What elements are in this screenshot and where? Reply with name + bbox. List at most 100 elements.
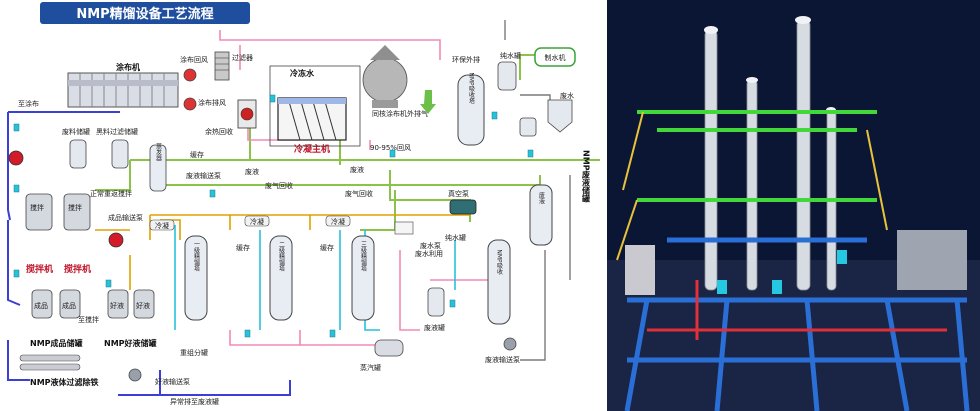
waste-pump-icon bbox=[503, 337, 517, 351]
title-banner bbox=[40, 2, 250, 24]
waste-liquid-pump-label: 废液输送泵 bbox=[186, 171, 221, 180]
nmp-product-tank-label: NMP成品储罐 bbox=[30, 338, 83, 348]
vacuum-pump-label: 真空泵 bbox=[448, 189, 469, 198]
red-pump-mid-icon bbox=[108, 232, 124, 248]
pure-water-tank-label: 纯水罐 bbox=[500, 51, 521, 60]
iron-filter-tubes bbox=[19, 354, 81, 371]
small-tank-right bbox=[519, 117, 537, 137]
buffer-2-label: 缓存 bbox=[236, 243, 250, 252]
coater-unit bbox=[67, 72, 179, 108]
green-steel-decks bbox=[637, 110, 877, 202]
heat-recovery-label: 余热回收 bbox=[205, 127, 233, 136]
process-flow-diagram: NMP精馏设备工艺流程 bbox=[7, 2, 600, 406]
nmp-good-tank-label: NMP好液储罐 bbox=[104, 338, 157, 348]
3d-plant-render bbox=[607, 0, 980, 411]
black-filter-tank-label: 黑料过滤储罐 bbox=[96, 127, 138, 136]
cyan-pipe-network bbox=[174, 225, 456, 331]
condenser-host bbox=[277, 97, 347, 141]
red-pipes bbox=[647, 280, 947, 340]
vacuum-pump bbox=[449, 199, 477, 215]
condenser-2-box bbox=[244, 215, 270, 227]
product-tank-a bbox=[31, 289, 53, 319]
tower-3 bbox=[351, 235, 375, 321]
product-a-label: 成品 bbox=[34, 301, 48, 310]
blue-pipe-network bbox=[7, 111, 291, 396]
red-pump-top-icon bbox=[8, 150, 24, 166]
chilled-water-box bbox=[269, 65, 361, 147]
nmp-absorb-tower-label: NMP吸收塔 bbox=[468, 72, 475, 105]
waste-pump-label: 废液输送泵 bbox=[485, 355, 520, 364]
good-pump-icon bbox=[128, 368, 142, 382]
nmp-absorb-2-label: NMP吸收 bbox=[496, 249, 503, 276]
pure-water-tank bbox=[497, 61, 517, 91]
green-arrow-icon bbox=[420, 90, 436, 114]
mixer-a-label: 搅拌机 bbox=[26, 263, 53, 275]
good-tank-b bbox=[133, 289, 155, 319]
blue-steel-frame bbox=[624, 237, 970, 411]
product-b-label: 成品 bbox=[62, 301, 76, 310]
steam-tank-label: 蒸汽罐 bbox=[360, 363, 381, 372]
to-stir-label: 至搅拌 bbox=[78, 315, 99, 324]
stir-b-label: 搅拌 bbox=[68, 203, 82, 212]
pure-water-machine-label: 制水机 bbox=[545, 53, 566, 62]
to-coater-label: 至涂布 bbox=[18, 99, 39, 108]
cooling-tower bbox=[362, 45, 408, 108]
buffer-label: 缓存 bbox=[190, 150, 204, 159]
condenser-1-label: 冷凝 bbox=[155, 221, 169, 230]
valve-markers bbox=[13, 94, 534, 338]
cyan-pump-units bbox=[717, 250, 847, 294]
waste-water-label: 废水 bbox=[560, 91, 574, 100]
nmp-absorb-tower bbox=[457, 74, 485, 146]
normal-cut-stir-label: 正常重返搅拌 bbox=[90, 189, 132, 198]
waste-liquid-label: 废液 bbox=[245, 167, 259, 176]
waste-tank-v bbox=[529, 184, 553, 246]
side-building-right bbox=[897, 230, 967, 290]
filter-label: 过滤器 bbox=[232, 53, 253, 62]
good-pump-label: 好液输送泵 bbox=[155, 377, 190, 386]
heat-exchanger bbox=[237, 99, 257, 129]
condenser-2-label: 冷凝 bbox=[250, 217, 264, 226]
chilled-water-label: 冷冻水 bbox=[290, 68, 315, 78]
tower-2-label: 二级精馏塔 bbox=[278, 241, 285, 272]
pure-water-tank-2-label: 纯水罐 bbox=[445, 233, 466, 242]
waste-gas-recovery-label: 废气回收 bbox=[265, 181, 293, 190]
waste-tank-label: 废料储罐 bbox=[62, 127, 90, 136]
heavy-tank-label: 重组分罐 bbox=[180, 348, 208, 357]
nmp-absorb-2 bbox=[487, 239, 511, 325]
mixer-b-label: 搅拌机 bbox=[64, 263, 91, 275]
stir-tank-b bbox=[63, 193, 91, 231]
condenser-3-label: 冷凝 bbox=[331, 217, 345, 226]
waste-water-tank bbox=[547, 99, 573, 133]
coater-return-air-label: 涂布回风 bbox=[180, 55, 208, 64]
tower-1 bbox=[184, 235, 208, 321]
same-coater-exhaust-label: 同核涂布机外排气 bbox=[372, 109, 428, 118]
return-air-pct-label: 90-95%回风 bbox=[370, 144, 411, 152]
condenser-3-box bbox=[325, 215, 351, 227]
nmp-filter-iron-label: NMP液体过滤除铁 bbox=[30, 377, 99, 387]
small-reactor-box bbox=[394, 221, 414, 235]
evaporator bbox=[149, 144, 167, 192]
diagram-title: NMP精馏设备工艺流程 bbox=[76, 6, 213, 22]
product-pump-label: 成品输送泵 bbox=[108, 213, 143, 222]
product-tank-b bbox=[59, 289, 81, 319]
pure-water-machine bbox=[534, 47, 576, 67]
coater-exhaust-label: 涂布排风 bbox=[198, 98, 226, 107]
stir-a-label: 搅拌 bbox=[30, 203, 44, 212]
condenser-host-label: 冷凝主机 bbox=[294, 143, 330, 155]
tower-2 bbox=[269, 235, 293, 321]
waste-tank-v-label: 废液 bbox=[538, 191, 545, 205]
black-filter-tank bbox=[111, 139, 129, 169]
nmp-waste-tank-label: NMP废液储罐 bbox=[582, 150, 591, 204]
yellow-stairways bbox=[616, 111, 888, 261]
waste-storage-tank bbox=[69, 139, 87, 169]
waste-tank-2-label: 废液罐 bbox=[424, 323, 445, 332]
side-building-left bbox=[625, 245, 655, 295]
stir-tank-a bbox=[25, 193, 53, 231]
pump-label: 废水泵 bbox=[420, 241, 441, 250]
waste-tank-2 bbox=[427, 287, 445, 317]
abnormal-drain-label: 异常排至废液罐 bbox=[170, 397, 219, 406]
env-exhaust-label: 环保外排 bbox=[452, 55, 480, 64]
buffer-3-label: 缓存 bbox=[320, 243, 334, 252]
tower-3-label: 三级精馏塔 bbox=[360, 241, 367, 272]
